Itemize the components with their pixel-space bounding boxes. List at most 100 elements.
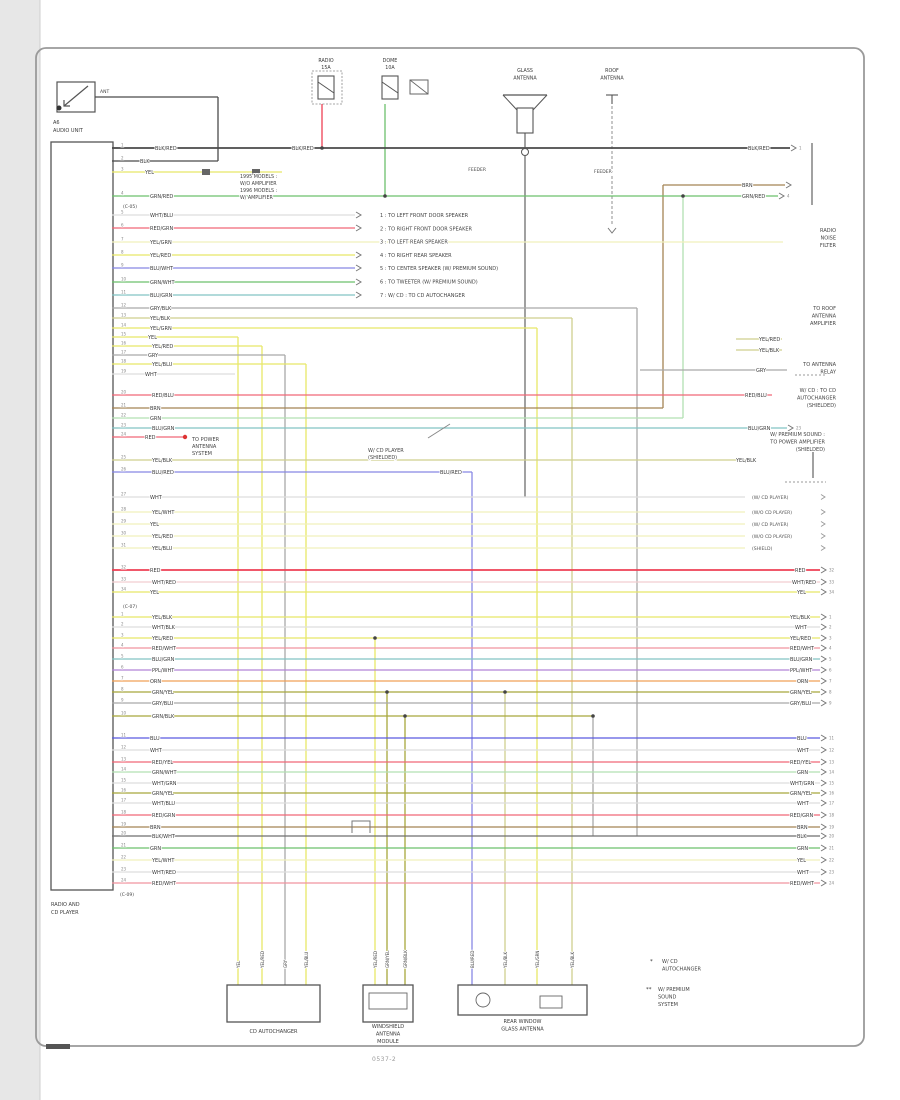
rotated-wire-label: GRY <box>283 959 288 968</box>
component-inner-detail <box>368 992 408 1010</box>
wire-label: BLU/GRN <box>150 293 173 299</box>
pin-number: 17 <box>121 350 127 355</box>
rotated-wire-label: YEL/BLU <box>304 952 309 969</box>
wire-label: YEL/BLK <box>149 316 171 322</box>
wire-label: YEL/GRN <box>149 326 172 332</box>
fuse-dashed-outline <box>311 70 343 105</box>
right-pin-number: 32 <box>829 568 835 573</box>
wire-label: RED/WHT <box>152 881 177 887</box>
wire-label: GRN/WHT <box>152 770 177 776</box>
wire-label: YEL/RED <box>151 344 173 350</box>
pin-number: 5 <box>121 654 124 659</box>
connector-arrow <box>355 211 362 219</box>
wire-label: WHT/GRN <box>790 781 815 787</box>
coax-connector <box>521 148 529 156</box>
twist-tick <box>427 423 451 439</box>
terminal-dot <box>182 434 188 440</box>
pin-number: 31 <box>121 543 127 548</box>
pin-number: 25 <box>121 455 127 460</box>
note-text: NOISE <box>821 236 836 242</box>
component-label: ANTENNA <box>513 76 537 82</box>
pin-number: 15 <box>121 332 127 337</box>
fuse-element <box>317 81 335 94</box>
wire-label: YEL/GRN <box>149 240 172 246</box>
right-pin-number: 23 <box>829 870 835 875</box>
audio-unit-box <box>50 141 114 891</box>
component-circle-detail <box>475 992 491 1008</box>
fuse-element <box>381 81 399 94</box>
wire-label: BLK/RED <box>748 146 770 152</box>
scan-left-strip <box>0 0 40 1100</box>
wire-label: WHT/BLU <box>150 213 173 219</box>
right-pin-number: 7 <box>829 679 832 684</box>
connector-arrow <box>820 856 827 864</box>
pin-number: 24 <box>121 432 127 437</box>
component-label: ROOF <box>605 68 619 74</box>
wire-label: WHT <box>797 870 810 876</box>
note-text: (C-07) <box>123 604 137 610</box>
wire-label: YEL <box>796 858 806 864</box>
pin-number: 4 <box>121 191 124 196</box>
wire-label: BLU/RED <box>440 470 462 476</box>
wire-label: BRN <box>742 183 753 189</box>
note-text: SYSTEM <box>192 451 212 457</box>
binding-mark <box>46 1044 70 1049</box>
footnote-text: SOUND <box>658 995 677 1001</box>
wire-label: YEL/BLK <box>735 458 757 464</box>
wire-label: BLU/GRN <box>152 426 175 432</box>
junction-dot <box>591 714 595 718</box>
wire-label: YEL/RED <box>151 534 173 540</box>
wire-label: BLK/RED <box>155 146 177 152</box>
component-box-label: ANTENNA <box>376 1032 401 1038</box>
right-pin-number: 8 <box>829 690 832 695</box>
pin-number: 33 <box>121 577 127 582</box>
note-text: W/ CD PLAYER <box>368 448 404 454</box>
page-border <box>35 47 865 1047</box>
footnote-text: W/ CD <box>662 959 678 965</box>
note-text: (C-09) <box>120 892 134 898</box>
wire-label: GRN/RED <box>150 194 173 200</box>
mast-diag <box>532 94 548 111</box>
note-text: (SHIELDED) <box>368 455 397 461</box>
note-text: 2 : TO RIGHT FRONT DOOR SPEAKER <box>380 226 473 232</box>
pin-number: 9 <box>121 698 124 703</box>
wire-label: RED/GRN <box>152 813 176 819</box>
pin-number: 12 <box>121 303 127 308</box>
right-pin-number: 9 <box>829 701 832 706</box>
connector-arrow <box>778 192 785 200</box>
fuse-label: RADIO <box>318 58 334 64</box>
component-box-label: WINDSHIELD <box>372 1024 404 1030</box>
component-box-label: GLASS ANTENNA <box>501 1027 544 1033</box>
inline-connector-bracket <box>351 820 371 833</box>
wire-label: YEL/BLK <box>151 458 173 464</box>
note-text: AMPLIFIER <box>810 321 837 327</box>
wire-label: RED/GRN <box>790 813 814 819</box>
wire-label: WHT <box>797 748 810 754</box>
wire-label: RED/YEL <box>152 760 173 766</box>
footnote-text: W/ PREMIUM <box>658 987 690 993</box>
pin-number: 16 <box>121 788 127 793</box>
inline-connector <box>202 169 210 175</box>
note-text: ANTENNA <box>192 444 217 450</box>
pin-number: 32 <box>121 565 127 570</box>
note-text: RELAY <box>820 370 837 376</box>
wire-label: RED/GRN <box>150 226 174 232</box>
small-connector-mark <box>820 509 826 515</box>
right-pin-number: 16 <box>829 791 835 796</box>
connector-arrow <box>820 823 827 831</box>
pin-number: 10 <box>121 277 127 282</box>
note-text: FILTER <box>820 243 837 249</box>
wire-label: BLU/RED <box>152 470 174 476</box>
wire-label: RED/WHT <box>790 646 815 652</box>
pin-number: 11 <box>121 290 127 295</box>
wire-label: YEL <box>144 170 154 176</box>
pin-number: 21 <box>121 843 127 848</box>
connector-arrow <box>355 278 362 286</box>
rotated-wire-label: YEL <box>236 960 241 969</box>
audio-unit-footer: CD PLAYER <box>51 910 79 916</box>
connector-arrow <box>820 623 827 631</box>
right-pin-number: 6 <box>829 668 832 673</box>
connector-arrow <box>820 746 827 754</box>
wire-label: BLU/GRN <box>790 657 813 663</box>
